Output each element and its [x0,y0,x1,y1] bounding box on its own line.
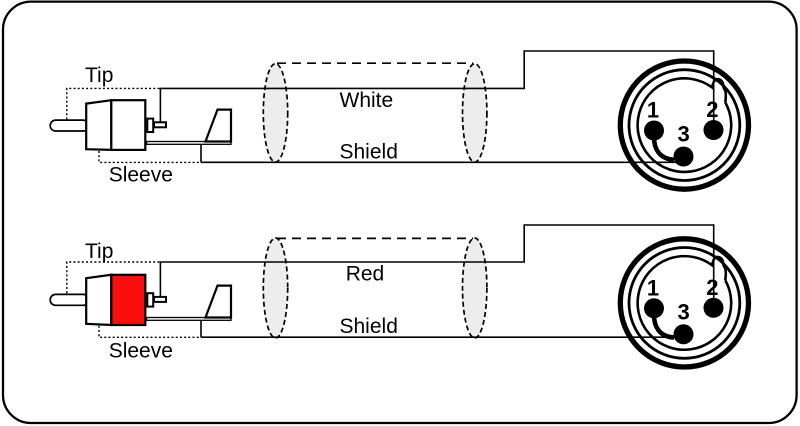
svg-text:Sleeve: Sleeve [109,339,173,362]
svg-text:1: 1 [647,98,659,123]
svg-text:Tip: Tip [85,64,113,87]
svg-text:3: 3 [677,122,689,147]
svg-text:2: 2 [706,275,718,300]
svg-text:White: White [340,89,394,112]
svg-text:2: 2 [706,97,718,122]
svg-text:1: 1 [647,275,659,300]
svg-text:Shield: Shield [340,315,398,338]
svg-text:Red: Red [346,263,385,286]
svg-text:Sleeve: Sleeve [109,163,173,186]
svg-text:3: 3 [677,299,689,324]
svg-text:Tip: Tip [85,240,113,263]
svg-text:Shield: Shield [340,141,398,164]
